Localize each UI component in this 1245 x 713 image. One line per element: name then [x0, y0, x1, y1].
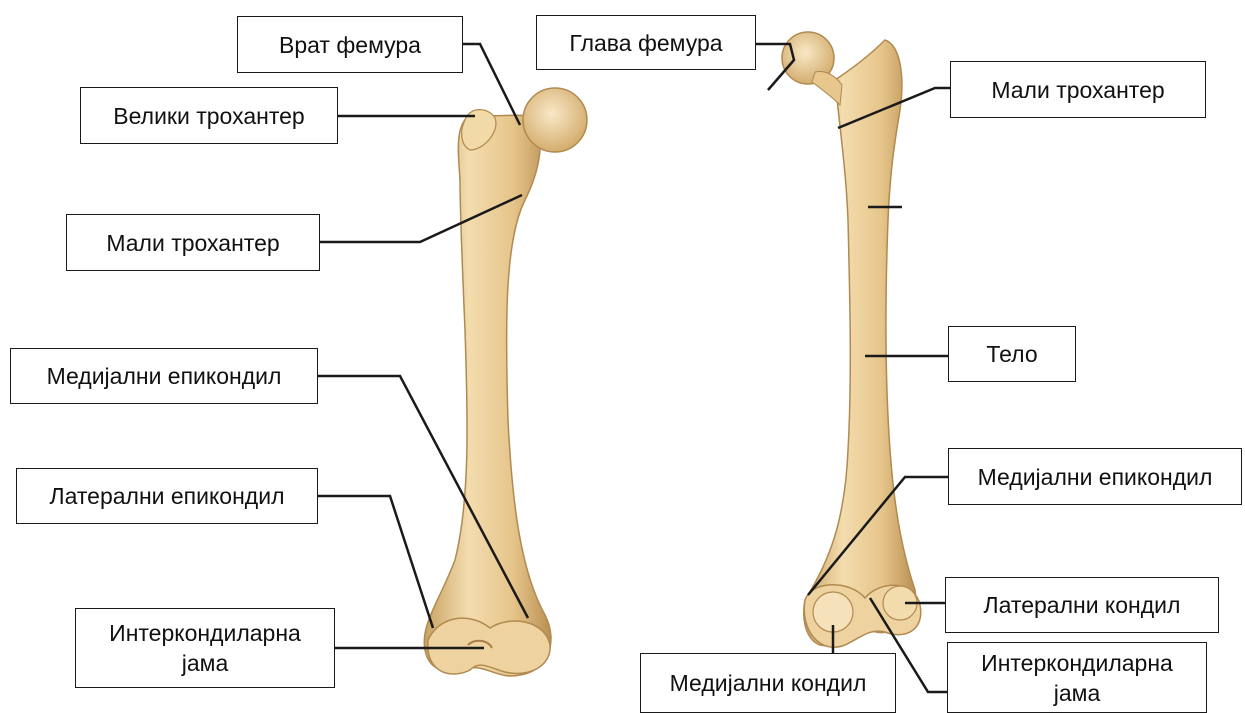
leader-line-lateral-epicondyle — [318, 496, 433, 628]
label-head-of-femur: Глава фемура — [536, 15, 756, 70]
label-intercondylar-fossa-left-line2: јама — [182, 648, 229, 678]
right-femur-shaft — [804, 40, 916, 646]
label-neck-of-femur: Врат фемура — [237, 16, 463, 73]
label-lesser-trochanter-right: Мали трохантер — [950, 61, 1206, 118]
label-lesser-trochanter-left: Мали трохантер — [66, 214, 320, 271]
label-intercondylar-fossa-left-line1: Интеркондиларна — [109, 618, 301, 648]
label-medial-epicondyle-right: Медијални епикондил — [948, 448, 1242, 505]
left-femur-bone — [424, 88, 587, 676]
label-intercondylar-fossa-right-line2: јама — [1054, 678, 1101, 708]
label-intercondylar-fossa-right-line1: Интеркондиларна — [981, 648, 1173, 678]
left-femur-condyles — [428, 618, 550, 674]
label-medial-condyle: Медијални кондил — [640, 653, 896, 713]
label-intercondylar-fossa-left: Интеркондиларна јама — [75, 608, 335, 688]
label-intercondylar-fossa-right: Интеркондиларна јама — [947, 642, 1207, 713]
label-lateral-condyle: Латерални кондил — [945, 577, 1219, 633]
label-body: Тело — [948, 326, 1076, 382]
left-femur-head — [523, 88, 587, 152]
right-femur-neck — [812, 72, 842, 105]
label-medial-epicondyle-left: Медијални епикондил — [10, 348, 318, 404]
label-greater-trochanter: Велики трохантер — [80, 87, 338, 144]
label-lateral-epicondyle: Латерални епикондил — [16, 468, 318, 524]
left-femur-shaft — [424, 115, 551, 676]
right-femur-bone — [782, 32, 921, 647]
